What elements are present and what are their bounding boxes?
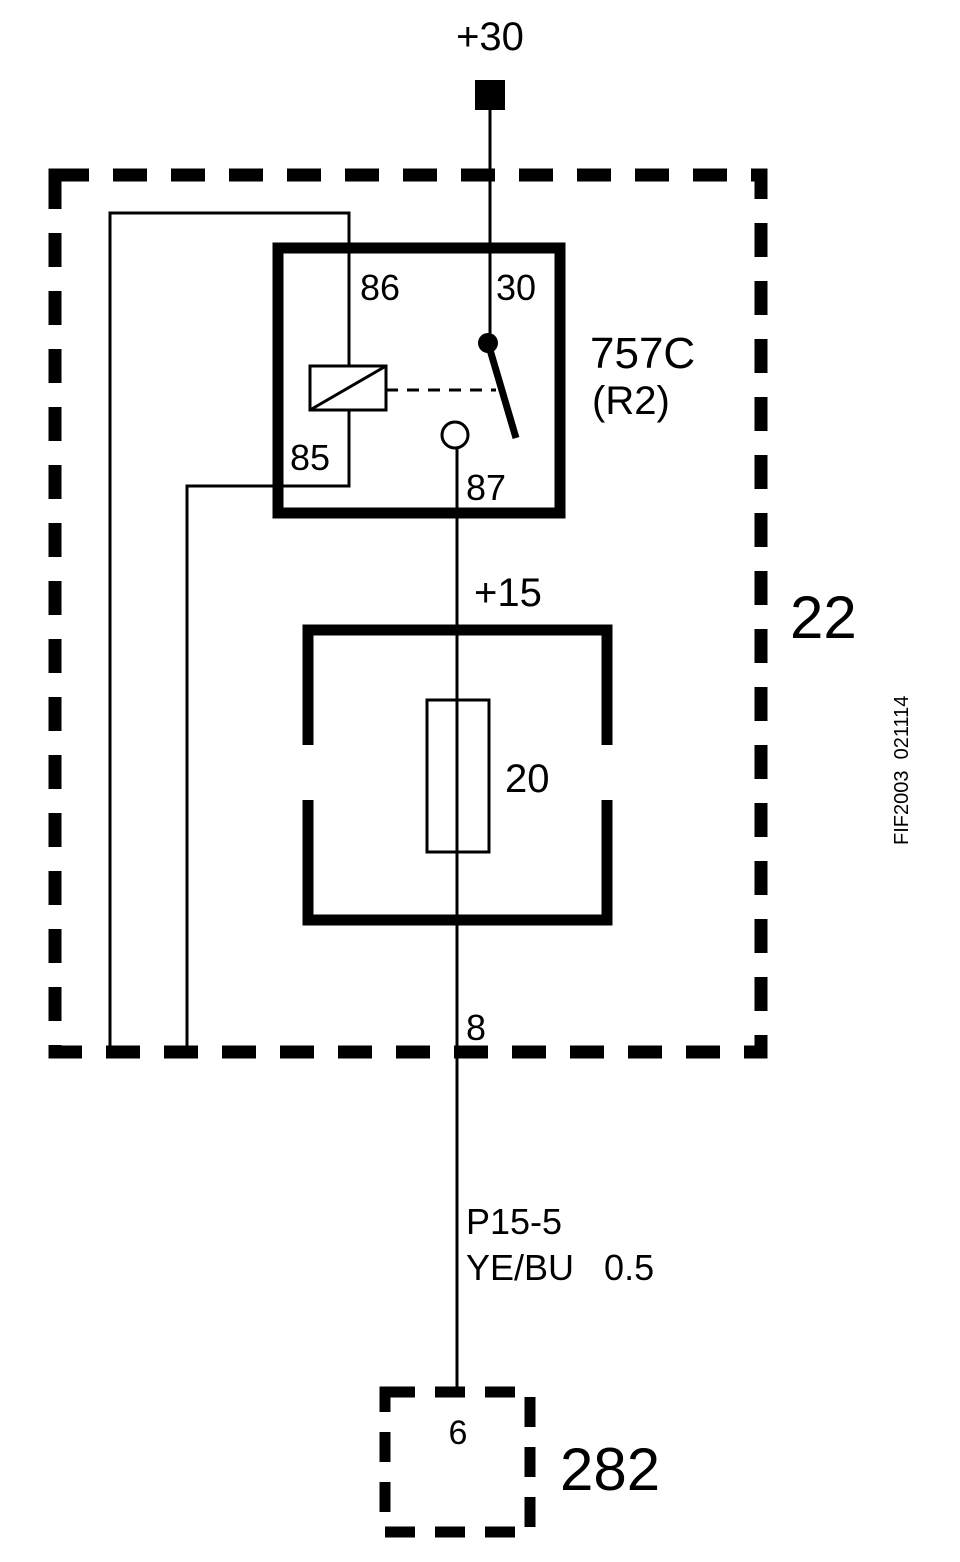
relay-name: 757C bbox=[590, 329, 695, 378]
relay-coil-diagonal bbox=[309, 364, 387, 412]
coil-wire-85 bbox=[185, 410, 351, 1052]
wire-color-size-label: YE/BU 0.5 bbox=[466, 1247, 654, 1288]
fuse-rating-label: 20 bbox=[505, 757, 550, 801]
supply-terminal bbox=[475, 80, 505, 110]
connector-282-outline bbox=[379, 1386, 536, 1538]
fuse-block-label: +15 bbox=[474, 571, 542, 615]
relay-contact-87 bbox=[440, 420, 470, 450]
module-22-label: 22 bbox=[790, 584, 857, 651]
module-pin-label: 8 bbox=[466, 1007, 486, 1048]
supply-label: +30 bbox=[456, 15, 524, 59]
connector-label: 282 bbox=[560, 1436, 660, 1503]
relay-box bbox=[272, 242, 566, 519]
figure-id: FIF2003 021114 bbox=[891, 696, 913, 845]
fuse-block-outline bbox=[302, 624, 613, 926]
relay-pin-86: 86 bbox=[360, 267, 400, 308]
relay-switch-arm bbox=[484, 342, 520, 439]
module-22-outline bbox=[48, 168, 768, 1059]
relay-pin-85: 85 bbox=[290, 437, 330, 478]
wire-circuit-label: P15-5 bbox=[466, 1201, 562, 1242]
relay-code: (R2) bbox=[592, 379, 670, 423]
relay-pin-87: 87 bbox=[466, 467, 506, 508]
connector-pin-label: 6 bbox=[449, 1414, 468, 1452]
relay-pin-30: 30 bbox=[496, 267, 536, 308]
coil-wire-86 bbox=[108, 211, 351, 1052]
